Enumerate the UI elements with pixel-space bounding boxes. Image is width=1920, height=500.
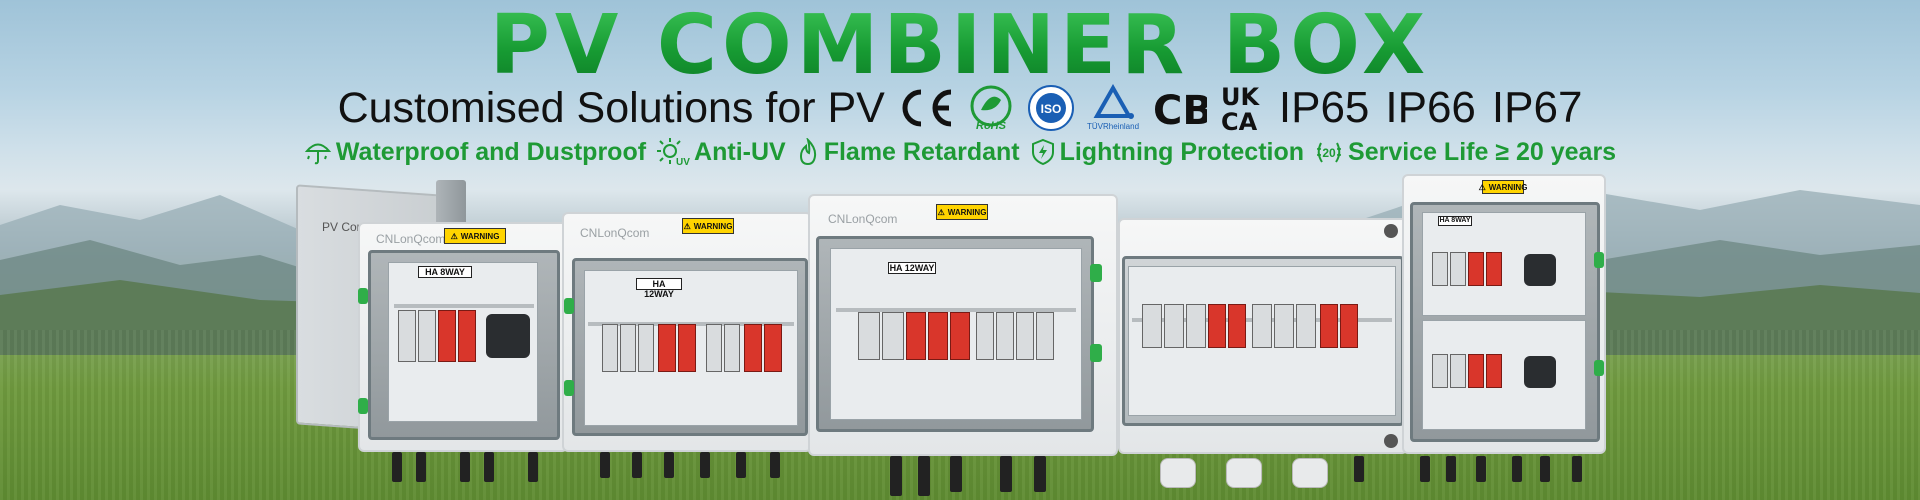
surge-protector [458,310,476,362]
cable-connectors [0,452,1920,500]
feature-waterproof: Waterproof and Dustproof [304,138,646,167]
cb-mark-icon: CB [1151,86,1207,130]
tuv-rheinland-logo-icon: TÜVRheinland [1087,84,1139,132]
feature-service-life: 20 Service Life ≥ 20 years [1314,137,1616,167]
feature-row: Waterproof and Dustproof UV Anti-UV Flam… [0,134,1920,170]
svg-text:UV: UV [676,157,690,167]
iso-logo-icon: ISO [1027,84,1075,132]
warning-sticker: ⚠WARNING [682,218,734,234]
feature-lightning-protection: Lightning Protection [1030,138,1304,167]
banner-subtitle: Customised Solutions for PV [337,83,885,132]
sun-uv-icon: UV [657,138,690,167]
warning-sticker: ⚠WARNING [936,204,988,220]
combiner-box-4 [1118,218,1408,458]
mounting-panel-bottom [1422,320,1586,430]
svg-text:CB: CB [1153,88,1207,130]
model-tag: HA 12WAY [636,278,682,299]
model-tag: HA 12WAY [888,262,936,274]
feature-anti-uv: UV Anti-UV [656,137,786,167]
ce-mark-icon [897,86,955,130]
brand-label: CNLonQcom [828,212,898,226]
shield-lightning-icon [1031,138,1054,166]
feature-label: Service Life ≥ 20 years [1348,137,1617,166]
ip-rating-1: IP65 [1278,83,1370,132]
feature-label: Flame Retardant [823,137,1020,166]
laurel-badge-number: 20 [1322,146,1336,160]
isolator-switch [486,314,530,358]
svg-text:RoHS: RoHS [976,120,1007,132]
laurel-20-icon: 20 [1317,142,1342,163]
model-tag: HA 8WAY [418,266,472,278]
warning-sticker: ⚠WARNING [444,228,506,244]
subtitle-row: Customised Solutions for PV RoHS ISO [0,82,1920,134]
ip-rating-3: IP67 [1491,83,1583,132]
combiner-box-3: CNLonQcom ⚠WARNING HA 12WAY [808,194,1118,456]
combiner-box-2: CNLonQcom ⚠WARNING HA 12WAY [562,212,812,452]
feature-flame-retardant: Flame Retardant [796,138,1020,167]
combiner-box-1: CNLonQcom ⚠WARNING HA 8WAY [358,222,568,452]
warning-sticker: ⚠WARNING [1479,180,1527,194]
svg-text:TÜVRheinland: TÜVRheinland [1087,122,1139,131]
ip-rating-2: IP66 [1385,83,1476,132]
banner-title: PV COMBINER BOX [0,2,1920,90]
brand-label: CNLonQcom [376,232,446,246]
surge-protector [438,310,456,362]
umbrella-icon [304,143,332,165]
svg-text:UK: UK [1221,83,1260,111]
feature-label: Waterproof and Dustproof [335,137,647,166]
rohs-logo-icon: RoHS [967,84,1015,132]
flame-icon [799,138,816,166]
svg-text:ISO: ISO [1041,102,1062,116]
feature-label: Lightning Protection [1059,137,1305,166]
brand-label: CNLonQcom [580,226,650,240]
svg-text:CA: CA [1221,108,1258,133]
feature-label: Anti-UV [694,137,786,166]
model-tag: HA 8WAY [1438,216,1472,226]
combiner-box-5: ⚠WARNING HA 8WAY [1402,174,1606,454]
ukca-mark-icon: UK CA [1219,83,1263,133]
mounting-panel-top [1422,212,1586,316]
